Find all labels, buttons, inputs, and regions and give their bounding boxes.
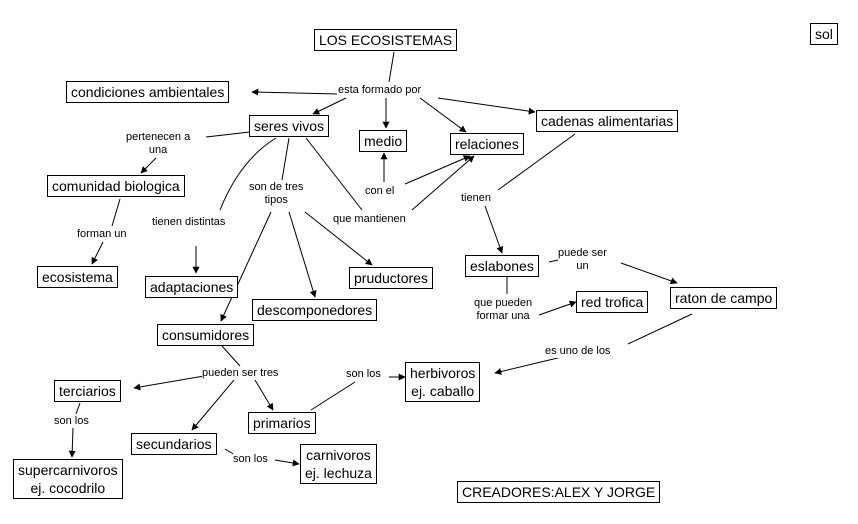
node-secundarios: secundarios [131,433,217,455]
node-eslabones: eslabones [465,255,539,277]
node-relaciones: relaciones [450,133,524,155]
node-raton-de-campo: raton de campo [670,287,778,309]
line-cadenas-tienen [497,133,576,191]
arrow-to-raton [620,262,678,285]
arrow-to-eslabones [484,205,504,254]
node-primarios: primarios [248,412,316,434]
line-terciarios-son-los [75,402,81,415]
node-sol: sol [810,23,838,45]
node-comunidad-biologica: comunidad biologica [47,175,185,197]
label-es-uno-de-los: es uno de los [545,345,611,358]
label-forman-un: forman un [77,228,127,241]
arrow-to-pruductores [304,211,373,266]
arrow-to-relaciones [419,97,467,133]
node-los-ecosistemas: LOS ECOSISTEMAS [314,29,458,51]
label-con-el: con el [365,185,395,198]
line-eslabones-puede [548,259,559,263]
node-condiciones-ambientales: condiciones ambientales [66,81,230,103]
line-seres-pertenecen [205,131,251,138]
label-son-los-carnivoros: son los [233,453,268,466]
arrow-to-condiciones [251,88,338,96]
node-medio: medio [359,130,408,152]
node-terciarios: terciarios [54,380,121,402]
label-esta-formado-por: esta formado por [338,84,422,97]
label-son-los-herbivoros: son los [346,368,381,381]
line-comunidad-forman [111,198,121,227]
node-creadores: CREADORES:ALEX Y JORGE [457,481,661,503]
line-seres-tienen-distintas [219,137,277,211]
label-tienen: tienen [461,192,491,205]
arrow-to-supercarnivoros [68,427,76,458]
label-son-los-supercarnivoros: son los [54,415,89,428]
node-cadenas-alimentarias: cadenas alimentarias [536,110,679,132]
arrow-to-cadenas [437,97,536,115]
arrow-to-comunidad [140,157,157,174]
node-red-trofica: red trofica [576,291,649,313]
arrow-to-consumidores [220,211,272,322]
arrow-to-descomponedores [288,211,317,298]
line-primarios-son-los [310,381,356,411]
arrow-to-herbivoros [494,355,567,375]
arrow-to-seres-vivos [312,97,347,115]
arrow-to-carnivoros [274,459,300,467]
node-seres-vivos: seres vivos [249,115,330,137]
line-root-down [388,51,395,83]
node-descomponedores: descomponedores [252,299,378,321]
node-adaptaciones: adaptaciones [145,276,239,298]
arrow-to-primarios [254,379,274,411]
arrow-con-el-to-relaciones [404,155,471,185]
label-tienen-distintas: tienen distintas [152,216,226,229]
arrow-to-red-trofica [538,300,577,316]
line-seres-son-tres [281,137,290,181]
line-seres-que-mantienen [305,137,363,211]
node-consumidores: consumidores [157,324,255,346]
arrow-mantienen-to-relaciones [411,155,475,211]
line-raton-es-uno [627,313,693,345]
arrow-to-ecosistema [91,241,104,265]
line-consumidores-pueden [221,345,241,367]
arrow-to-terciarios [133,375,205,391]
label-que-mantienen: que mantienen [333,213,406,226]
label-pueden-ser-tres: pueden ser tres [202,367,279,380]
node-pruductores: pruductores [349,267,433,289]
node-ecosistema: ecosistema [37,266,118,288]
arrow-to-secundarios [191,379,235,431]
